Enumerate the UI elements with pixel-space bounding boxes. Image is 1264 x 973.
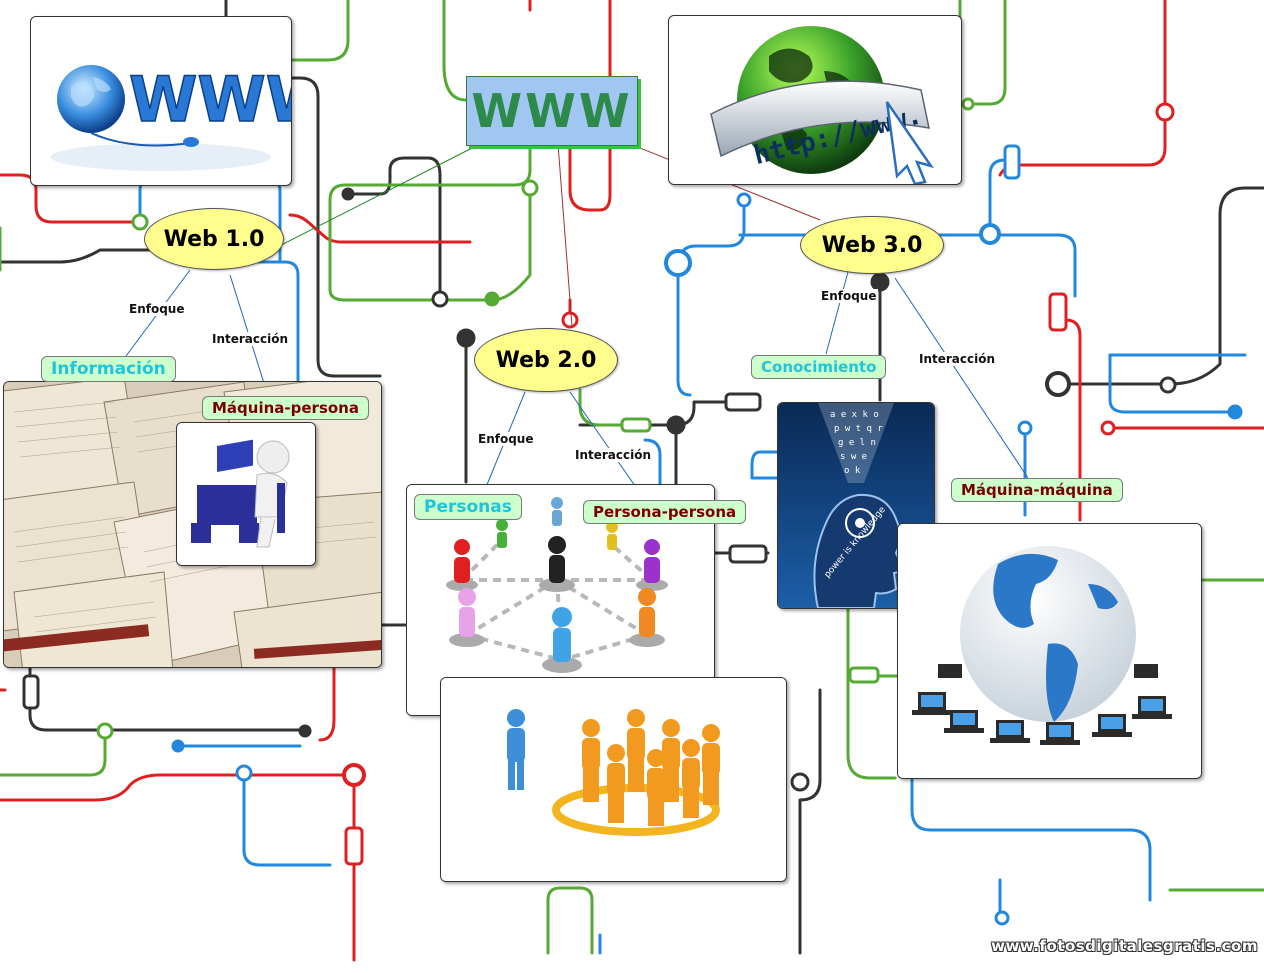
mouse-icon (183, 137, 199, 147)
svg-text:o k: o k (844, 466, 861, 476)
globe-laptops-image (897, 523, 1202, 779)
web1-enfoque-label: Enfoque (127, 302, 186, 316)
tag-persona-persona[interactable]: Persona-persona (583, 500, 746, 524)
group-people-image (440, 677, 787, 882)
svg-text:s w e: s w e (840, 452, 867, 462)
tag-maquina-persona[interactable]: Máquina-persona (202, 396, 369, 420)
www-logo-image: WWW (30, 16, 292, 186)
tag-conocimiento[interactable]: Conocimiento (751, 355, 886, 379)
svg-text:a e x k o: a e x k o (830, 410, 879, 420)
web2-interaccion-label: Interacción (573, 448, 653, 462)
tag-informacion[interactable]: Información (41, 356, 176, 382)
watermark: www.fotosdigitalesgratis.com (991, 937, 1258, 955)
machine-person-image (176, 422, 316, 566)
web3-interaccion-label: Interacción (917, 352, 997, 366)
web2-node[interactable]: Web 2.0 (474, 328, 618, 392)
tag-personas[interactable]: Personas (414, 494, 522, 520)
web1-interaccion-label: Interacción (210, 332, 290, 346)
center-node-www[interactable]: WWW (466, 76, 638, 146)
www-logo-text: WWW (129, 63, 291, 136)
svg-text:p w t q r: p w t q r (834, 424, 883, 434)
web2-enfoque-label: Enfoque (476, 432, 535, 446)
http-globe-image: http://www. (668, 15, 962, 185)
web3-enfoque-label: Enfoque (819, 289, 878, 303)
svg-text:g e l n: g e l n (838, 438, 876, 448)
tag-maquina-maquina[interactable]: Máquina-máquina (951, 478, 1123, 502)
web3-node[interactable]: Web 3.0 (800, 216, 944, 274)
web1-node[interactable]: Web 1.0 (144, 208, 284, 270)
